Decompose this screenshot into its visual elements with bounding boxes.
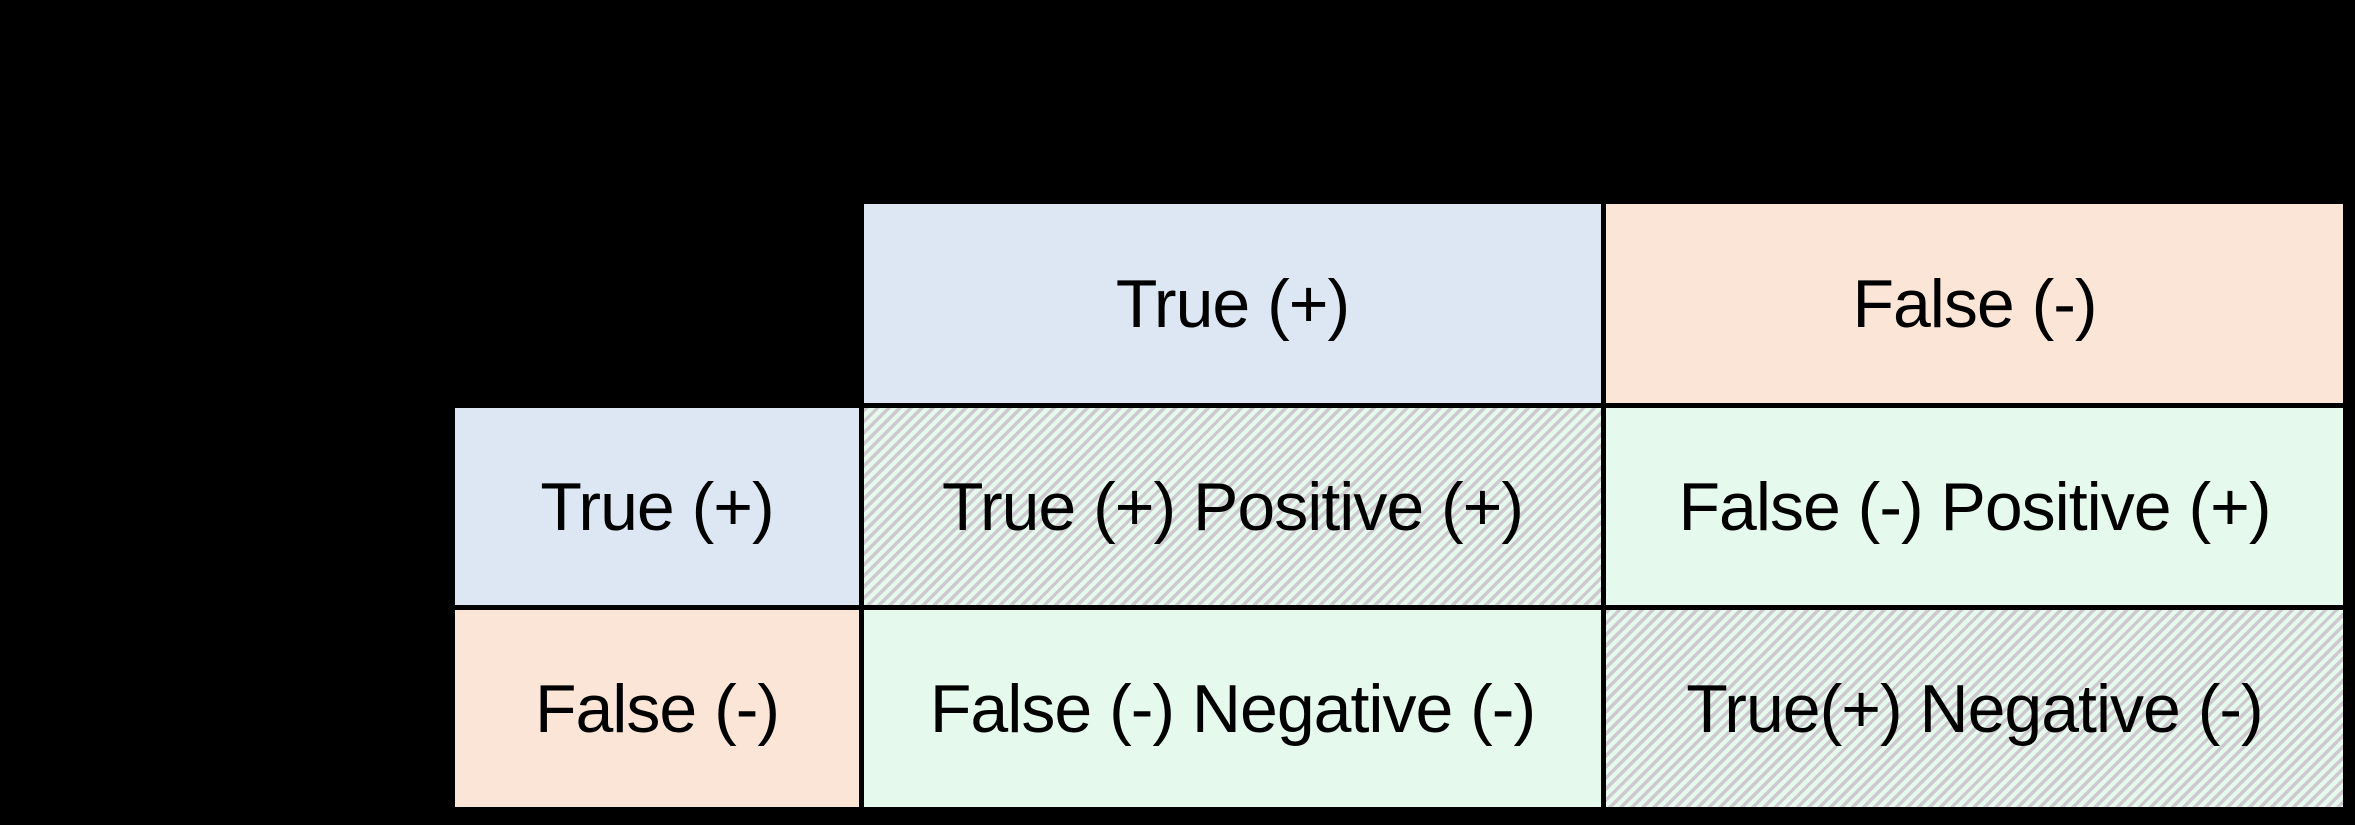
cell-true-negative: True(+) Negative (-) <box>1606 610 2343 807</box>
matrix-empty-corner <box>455 204 859 403</box>
cell-false-positive: False (-) Positive (+) <box>1606 408 2343 605</box>
cell-true-positive: True (+) Positive (+) <box>864 408 1601 605</box>
cell-false-negative: False (-) Negative (-) <box>864 610 1601 807</box>
confusion-matrix-table: True (+) False (-) True (+) True (+) Pos… <box>450 199 2348 812</box>
column-header-true-positive: True (+) <box>864 204 1601 403</box>
row-header-true-positive: True (+) <box>455 408 859 605</box>
row-header-false-negative: False (-) <box>455 610 859 807</box>
column-header-false-negative: False (-) <box>1606 204 2343 403</box>
